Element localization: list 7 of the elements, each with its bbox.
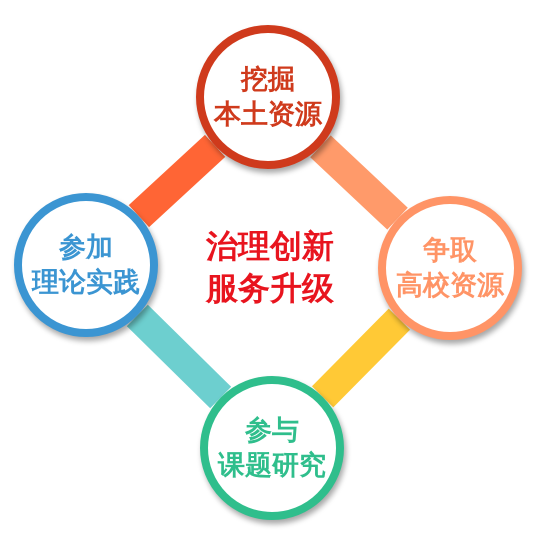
connector-band [312,308,410,408]
center-title: 治理创新服务升级 [204,226,335,309]
node-label: 争取高校资源 [396,234,504,303]
node-label: 参加理论实践 [32,230,140,300]
connector-band [128,134,226,228]
node-label: 挖掘本土资源 [214,62,322,132]
node-label: 参与课题研究 [218,414,326,483]
